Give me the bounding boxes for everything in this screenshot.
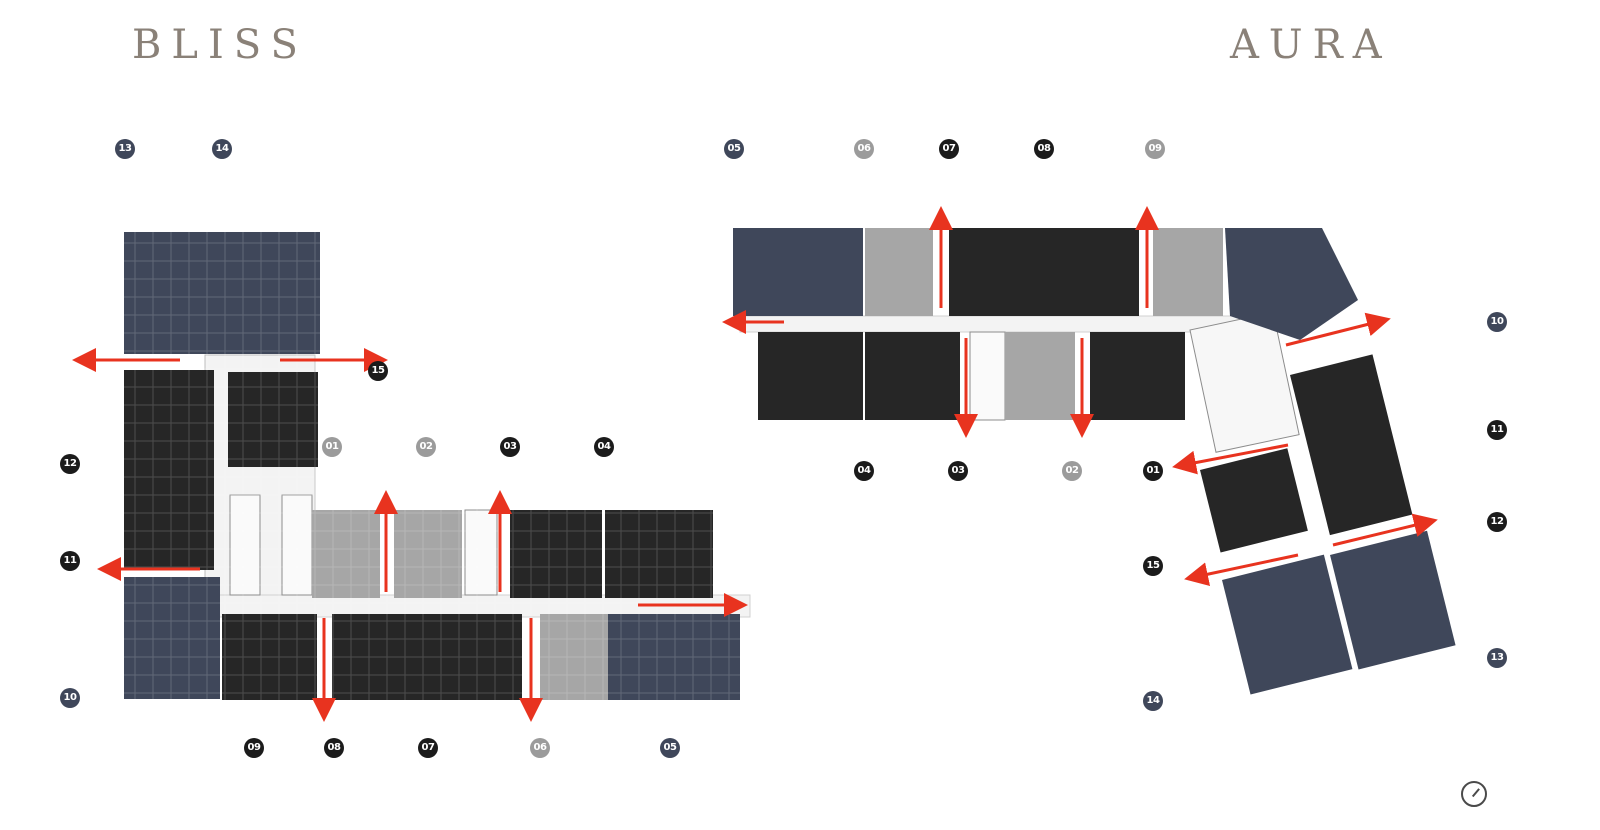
aura-elevator-core (1189, 311, 1300, 453)
aura-unit-07[interactable] (949, 228, 1044, 316)
aura-unit-04[interactable] (758, 332, 863, 420)
aura-label-03: 03 (948, 461, 968, 481)
bliss-label-14: 14 (212, 139, 232, 159)
aura-label-09: 09 (1145, 139, 1165, 159)
aura-label-14: 14 (1143, 691, 1163, 711)
aura-unit-05[interactable] (733, 228, 863, 316)
aura-title: AURA (1230, 22, 1392, 68)
bliss-label-09: 09 (244, 738, 264, 758)
bliss-label-02: 02 (416, 437, 436, 457)
aura-unit-10[interactable] (1225, 228, 1358, 340)
bliss-label-04: 04 (594, 437, 614, 457)
bliss-label-07: 07 (418, 738, 438, 758)
aura-label-02: 02 (1062, 461, 1082, 481)
aura-unit-08[interactable] (1044, 228, 1139, 316)
bliss-label-01: 01 (322, 437, 342, 457)
aura-unit-03[interactable] (865, 332, 960, 420)
aura-label-12: 12 (1487, 512, 1507, 532)
bliss-unit-12[interactable] (124, 370, 214, 570)
bliss-unit-13[interactable] (124, 232, 222, 354)
aura-plan (722, 206, 1456, 695)
bliss-unit-07[interactable] (427, 614, 522, 700)
bliss-elevators (281, 494, 313, 596)
bliss-unit-03[interactable] (510, 510, 602, 598)
aura-label-10: 10 (1487, 312, 1507, 332)
aura-unit-15[interactable] (1200, 448, 1308, 553)
aura-label-11: 11 (1487, 420, 1507, 440)
bliss-label-10: 10 (60, 688, 80, 708)
bliss-label-08: 08 (324, 738, 344, 758)
bliss-unit-14[interactable] (222, 232, 320, 354)
aura-label-08: 08 (1034, 139, 1054, 159)
bliss-title: BLISS (132, 22, 308, 68)
bliss-unit-02[interactable] (394, 510, 462, 598)
aura-unit-06[interactable] (865, 228, 933, 316)
aura-unit-14[interactable] (1222, 554, 1353, 695)
bliss-unit-10[interactable] (124, 577, 220, 699)
aura-label-07: 07 (939, 139, 959, 159)
bliss-label-05: 05 (660, 738, 680, 758)
bliss-label-06: 06 (530, 738, 550, 758)
bliss-unit-06[interactable] (540, 614, 608, 700)
aura-unit-13[interactable] (1330, 530, 1456, 670)
bliss-label-15: 15 (368, 361, 388, 381)
aura-unit-11[interactable] (1290, 354, 1413, 536)
aura-label-06: 06 (854, 139, 874, 159)
bliss-label-13: 13 (115, 139, 135, 159)
compass-icon (1461, 781, 1487, 807)
aura-unit-01[interactable] (1090, 332, 1185, 420)
aura-unit-09[interactable] (1153, 228, 1223, 316)
bliss-elevators (229, 494, 261, 596)
bliss-unit-09[interactable] (222, 614, 317, 700)
bliss-unit-15[interactable] (228, 372, 318, 467)
aura-unit-02[interactable] (1005, 332, 1075, 420)
bliss-unit-01[interactable] (312, 510, 380, 598)
bliss-plan (72, 232, 751, 722)
bliss-stair (464, 509, 498, 596)
bliss-unit-05[interactable] (608, 614, 740, 700)
aura-label-05: 05 (724, 139, 744, 159)
aura-label-01: 01 (1143, 461, 1163, 481)
aura-label-04: 04 (854, 461, 874, 481)
bliss-label-11: 11 (60, 551, 80, 571)
aura-label-13: 13 (1487, 648, 1507, 668)
bliss-label-12: 12 (60, 454, 80, 474)
aura-stair (969, 331, 1006, 421)
bliss-unit-04[interactable] (605, 510, 713, 598)
compass-needle (1471, 788, 1480, 798)
bliss-unit-08[interactable] (332, 614, 427, 700)
bliss-label-03: 03 (500, 437, 520, 457)
aura-label-15: 15 (1143, 556, 1163, 576)
